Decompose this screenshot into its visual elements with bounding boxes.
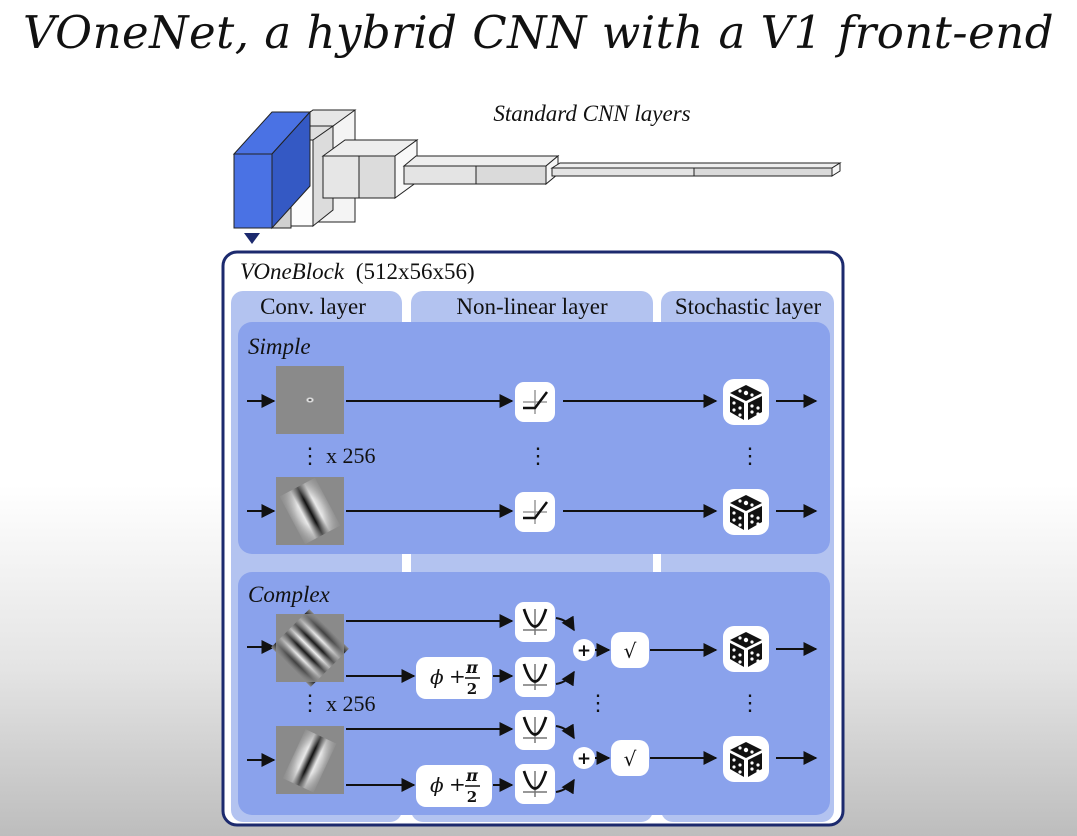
svg-text:+: + [449,664,466,688]
complex-path-1: ϕ + π 2 + √ [247,600,818,699]
svg-text:ϕ: ϕ [430,773,444,797]
column-header-nonlinear: Non-linear layer [456,294,608,319]
svg-text:√: √ [624,747,637,771]
phase-shift-box: ϕ + π 2 [416,765,492,807]
complex-label: Complex [248,582,331,607]
svg-text:⋮: ⋮ [299,443,321,468]
dice-icon [723,379,769,425]
cnn-label: Standard CNN layers [493,101,690,126]
simple-multiplier: x 256 [326,443,376,468]
simple-path-256 [247,477,818,545]
square-icon [513,762,557,806]
sqrt-icon [611,632,649,668]
relu-icon [513,490,557,534]
svg-text:π: π [465,658,478,677]
simple-label: Simple [248,334,311,359]
cnn-block-4 [550,162,842,177]
simple-path-1 [247,366,818,434]
sum-icon [573,639,595,661]
complex-multiplier: x 256 [326,691,376,716]
gabor-filter-icon [271,609,349,687]
page-title: VOneNet, a hybrid CNN with a V1 front-en… [22,6,1055,59]
expand-marker-icon [244,233,260,244]
svg-text:2: 2 [467,788,477,806]
column-header-conv: Conv. layer [260,294,366,319]
dice-icon [723,489,769,535]
svg-text:+: + [449,772,466,796]
gabor-filter-icon [276,366,344,434]
gabor-filter-icon [276,477,344,545]
square-icon [513,600,557,644]
column-header-stochastic: Stochastic layer [675,294,822,319]
relu-icon [513,380,557,424]
sqrt-icon [611,740,649,776]
svg-text:⋮: ⋮ [527,443,549,468]
square-icon [513,708,557,752]
svg-text:⋮: ⋮ [299,690,321,715]
complex-path-256: ϕ + π 2 + √ [247,708,818,807]
svg-text:⋮: ⋮ [739,690,761,715]
complex-dots: ⋮ ⋮ ⋮ [299,690,761,715]
svg-text:ϕ: ϕ [430,665,444,689]
simple-dots: ⋮ ⋮ ⋮ [299,443,761,468]
svg-text:√: √ [624,639,637,663]
dice-icon [723,736,769,782]
svg-text:+: + [577,749,591,769]
phase-shift-box: ϕ + π 2 [416,657,492,699]
svg-text:2: 2 [467,680,477,698]
svg-text:+: + [577,641,591,661]
sum-icon [573,747,595,769]
svg-text:π: π [465,766,478,785]
cnn-stack [232,109,842,244]
cnn-block-3 [402,154,560,186]
voneblock-title: VOneBlock (512x56x56) [240,259,475,284]
svg-text:⋮: ⋮ [587,690,609,715]
svg-text:⋮: ⋮ [739,443,761,468]
dice-icon [723,626,769,672]
gabor-filter-icon [276,726,344,794]
row-simple [238,322,830,554]
cnn-block-2 [321,139,419,199]
square-icon [513,655,557,699]
